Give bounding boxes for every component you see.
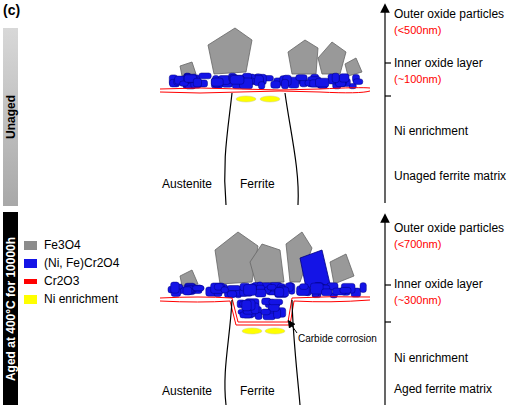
phase-label: Ferrite	[240, 385, 275, 398]
phase-label: Ferrite	[240, 178, 275, 191]
layer-label: Inner oxide layer	[394, 57, 483, 70]
bar-label: Unaged	[4, 95, 18, 139]
layer-label: Ni enrichment	[394, 352, 468, 365]
bar-label: Aged at 400°C for 10000h	[4, 236, 18, 380]
legend-text: Cr2O3	[44, 275, 79, 288]
thickness-label: (~100nm)	[394, 73, 441, 85]
thickness-label: (~300nm)	[394, 294, 441, 306]
legend-text: Ni enrichment	[44, 293, 118, 306]
legend-text: Fe3O4	[44, 239, 81, 252]
layer-label: Aged ferrite matrix	[394, 383, 492, 396]
layer-label: Inner oxide layer	[394, 278, 483, 291]
legend-text: (Ni, Fe)Cr2O4	[44, 257, 119, 270]
layer-label: Unaged ferrite matrix	[394, 170, 506, 183]
callout-label: Carbide corrosion	[298, 333, 377, 344]
phase-label: Austenite	[162, 178, 212, 191]
legend-swatch	[24, 279, 37, 284]
group-bar: Unaged	[3, 28, 18, 206]
legend-swatch	[24, 241, 37, 250]
legend-swatch	[24, 295, 37, 304]
phase-label: Austenite	[162, 385, 212, 398]
thickness-label: (<500nm)	[394, 24, 441, 36]
layer-label: Outer oxide particles	[394, 222, 504, 235]
panel-label: (c)	[3, 3, 20, 18]
legend-swatch	[24, 259, 37, 268]
layer-label: Outer oxide particles	[394, 8, 504, 21]
thickness-label: (<700nm)	[394, 238, 441, 250]
group-bar: Aged at 400°C for 10000h	[3, 212, 18, 405]
layer-label: Ni enrichment	[394, 125, 468, 138]
